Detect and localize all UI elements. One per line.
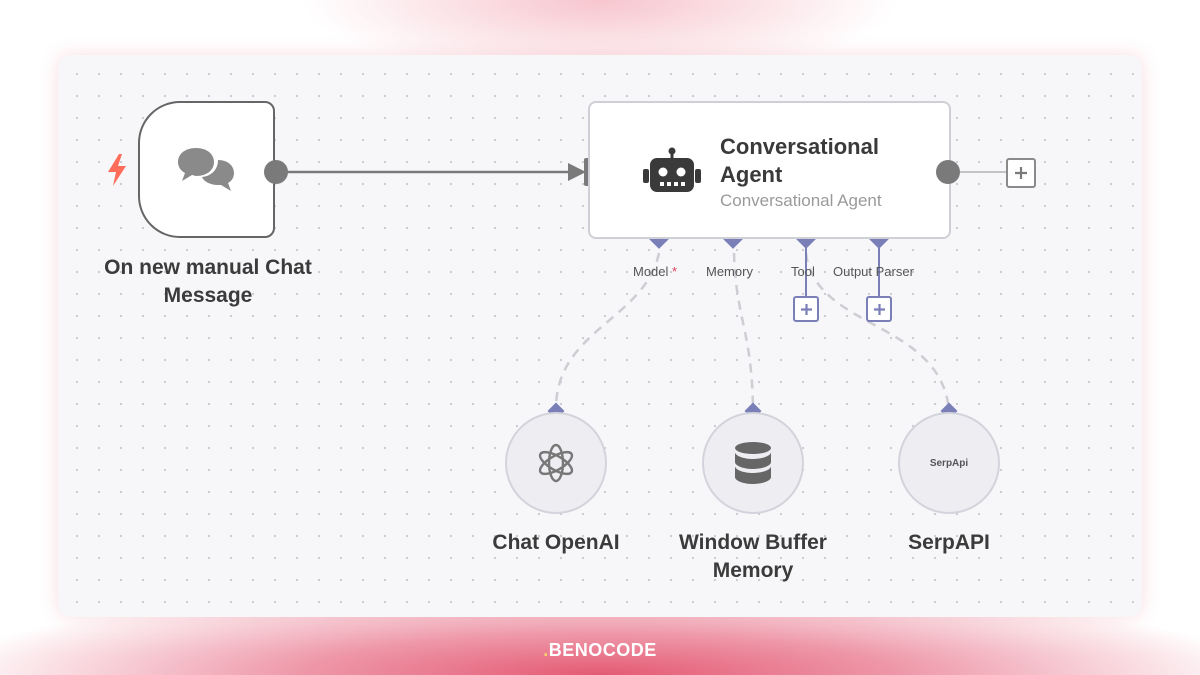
port-label-memory: Memory <box>706 264 753 279</box>
agent-node-conversational-agent[interactable]: Conversational Agent Conversational Agen… <box>588 101 951 239</box>
brand-logo: .BENOCODE <box>543 640 657 660</box>
sub-node-serpapi[interactable]: SerpApi <box>898 412 1000 514</box>
chat-bubbles-icon <box>177 147 234 191</box>
add-node-after-agent-button[interactable] <box>1006 158 1036 188</box>
trigger-node-label: On new manual Chat Message <box>104 256 312 307</box>
robot-icon <box>643 147 701 192</box>
sub-node-chat-openai[interactable] <box>505 412 607 514</box>
agent-subtitle: Conversational Agent <box>720 191 882 210</box>
add-output-parser-button[interactable] <box>866 296 892 322</box>
openai-logo-icon <box>538 443 574 483</box>
serpapi-label: SerpAPI <box>908 531 990 554</box>
memory-connection <box>732 252 755 411</box>
port-label-tool: Tool <box>791 264 815 279</box>
model-connection <box>554 252 661 411</box>
lightning-bolt-icon <box>108 154 126 186</box>
add-tool-button[interactable] <box>793 296 819 322</box>
plus-icon <box>800 303 812 315</box>
chat-openai-label: Chat OpenAI <box>492 531 620 554</box>
sub-node-window-buffer-memory[interactable] <box>702 412 804 514</box>
required-mark: * <box>672 264 678 279</box>
main-connection-arrow <box>568 163 586 181</box>
plus-icon <box>873 303 885 315</box>
port-label-model: Model * <box>633 264 678 279</box>
trigger-node-on-new-manual-chat-message[interactable] <box>138 101 275 238</box>
serpapi-logo: SerpApi <box>929 457 969 469</box>
port-label-output-parser: Output Parser <box>833 264 914 279</box>
agent-output-handle[interactable] <box>936 160 960 184</box>
plus-icon <box>1015 167 1027 179</box>
trigger-output-handle[interactable] <box>264 160 288 184</box>
agent-title: Conversational Agent <box>720 134 879 187</box>
window-buffer-memory-label: Window Buffer Memory <box>679 531 827 582</box>
database-icon <box>735 442 771 484</box>
